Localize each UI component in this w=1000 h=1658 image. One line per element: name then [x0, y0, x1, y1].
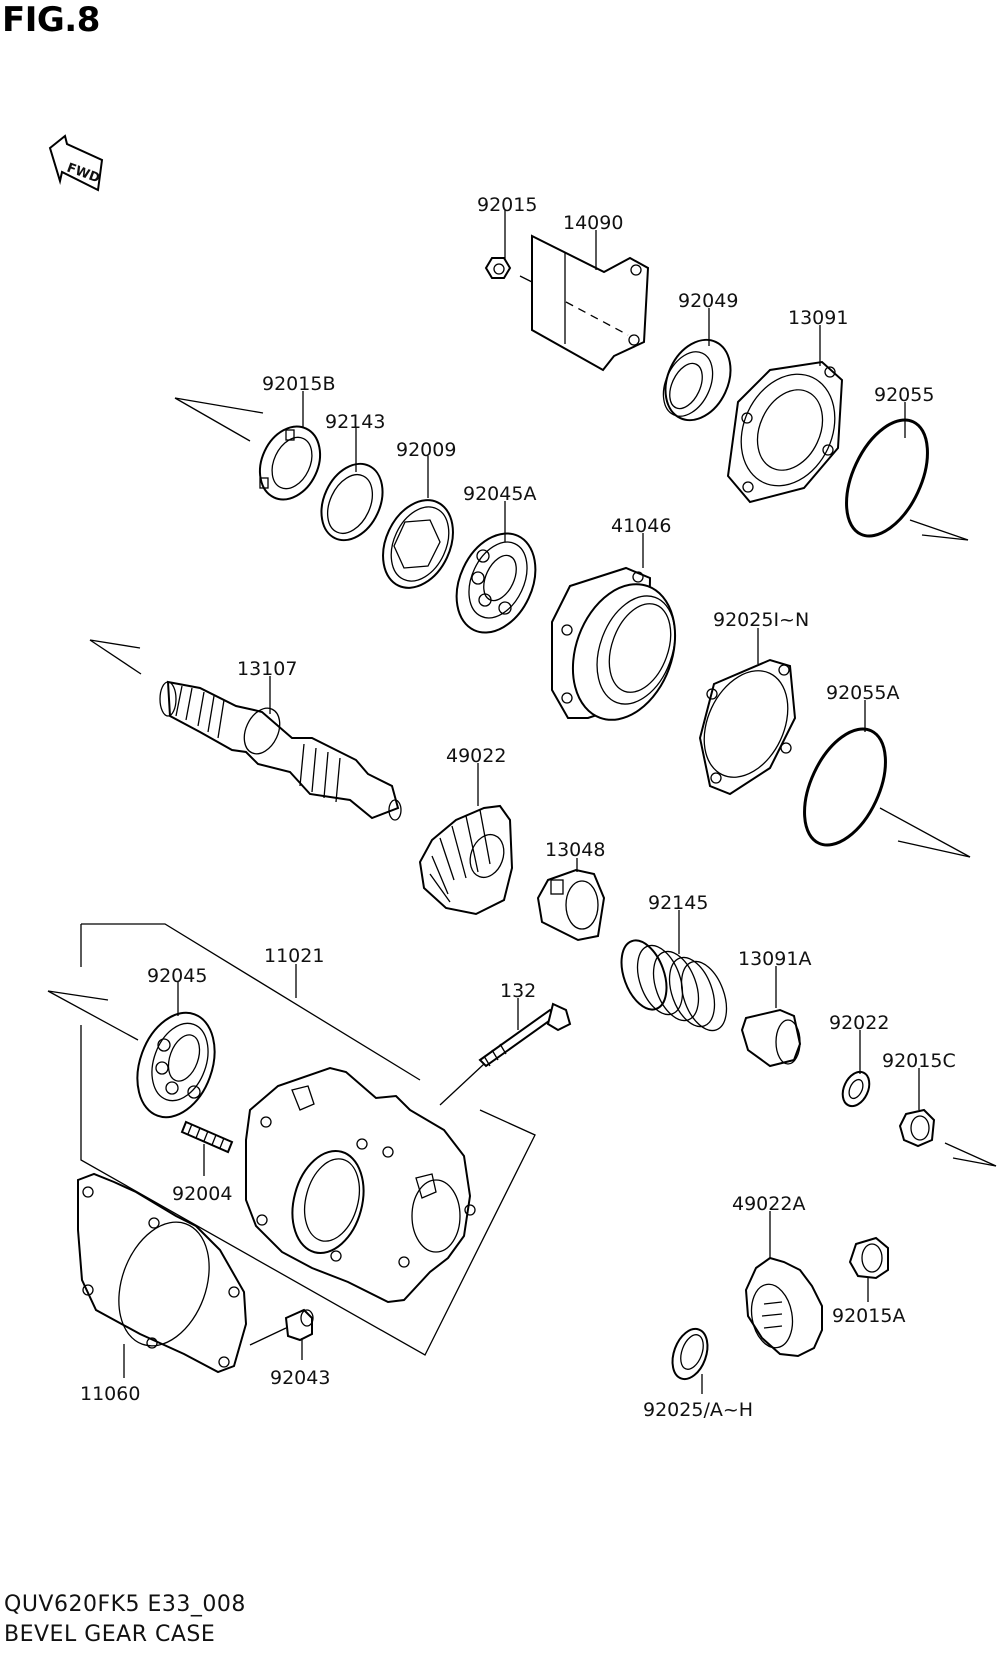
- callout-92143: 92143: [325, 411, 385, 433]
- callout-92015C: 92015C: [882, 1050, 956, 1072]
- callout-92055A: 92055A: [826, 682, 899, 704]
- diagram-name: BEVEL GEAR CASE: [4, 1622, 216, 1647]
- part-92015A-nut: [848, 1236, 889, 1280]
- part-49022A-gear: [744, 1256, 823, 1358]
- reference-lines: [47, 275, 997, 1356]
- callout-11021: 11021: [264, 945, 324, 967]
- part-92015B-locknut: [258, 425, 322, 501]
- callout-132: 132: [500, 980, 536, 1002]
- callout-11060: 11060: [80, 1383, 140, 1405]
- part-13048-coupling: [536, 868, 606, 942]
- part-92015C-nut: [898, 1108, 936, 1148]
- callout-13091: 13091: [788, 307, 848, 329]
- part-92025-A-H-shim: [671, 1327, 709, 1381]
- callout-92043: 92043: [270, 1367, 330, 1389]
- callout-92049: 92049: [678, 290, 738, 312]
- part-92009-nut: [382, 499, 454, 589]
- part-92045-bearing: [136, 1011, 216, 1119]
- part-92143-collar: [320, 462, 384, 542]
- part-92022-washer: [841, 1070, 871, 1108]
- part-92015-nut: [484, 257, 512, 279]
- callout-92015: 92015: [477, 194, 537, 216]
- part-92049-seal: [662, 338, 732, 422]
- callout-labels: 92015 14090 92049 13091 92055 92015B 921…: [80, 194, 956, 1421]
- callout-14090: 14090: [563, 212, 623, 234]
- callout-13091A: 13091A: [738, 948, 811, 970]
- part-92055-oring: [845, 418, 929, 538]
- callout-92145: 92145: [648, 892, 708, 914]
- callout-leaders: [123, 210, 920, 1394]
- part-11060-gasket: [77, 1172, 248, 1374]
- part-13091A-collar: [740, 1008, 802, 1068]
- callout-92055: 92055: [874, 384, 934, 406]
- figure-title: FIG.8: [2, 0, 100, 40]
- part-92043-dowel: [249, 1308, 314, 1346]
- callout-92015B: 92015B: [262, 373, 335, 395]
- fwd-arrow-icon: FWD: [48, 134, 104, 192]
- callout-92015A: 92015A: [832, 1305, 905, 1327]
- callout-92004: 92004: [172, 1183, 232, 1205]
- callout-92025-A-H: 92025/A~H: [643, 1399, 753, 1421]
- callout-41046: 41046: [611, 515, 671, 537]
- part-92045A-bearing: [455, 532, 537, 634]
- callout-92045A: 92045A: [463, 483, 536, 505]
- part-49022-bevel-gear: [418, 804, 514, 916]
- callout-13107: 13107: [237, 658, 297, 680]
- part-41046-housing: [551, 566, 677, 721]
- part-92025I-N-gasket: [698, 658, 797, 796]
- part-92145-spring: [620, 939, 728, 1032]
- part-92004-stud: [180, 1120, 234, 1154]
- callout-92025I-N: 92025I~N: [713, 609, 809, 631]
- part-14090-bracket: [531, 234, 650, 372]
- part-13091-housing: [726, 360, 844, 504]
- callout-49022A: 49022A: [732, 1193, 805, 1215]
- callout-92009: 92009: [396, 439, 456, 461]
- callout-13048: 13048: [545, 839, 605, 861]
- callout-92045: 92045: [147, 965, 207, 987]
- part-132-bolt: [439, 1002, 572, 1106]
- callout-92022: 92022: [829, 1012, 889, 1034]
- diagram-code: QUV620FK5 E33_008: [4, 1592, 246, 1617]
- part-13107-shaft: [159, 680, 402, 821]
- part-92055A-oring: [803, 727, 887, 847]
- callout-49022: 49022: [446, 745, 506, 767]
- part-11021-case: [245, 1066, 476, 1304]
